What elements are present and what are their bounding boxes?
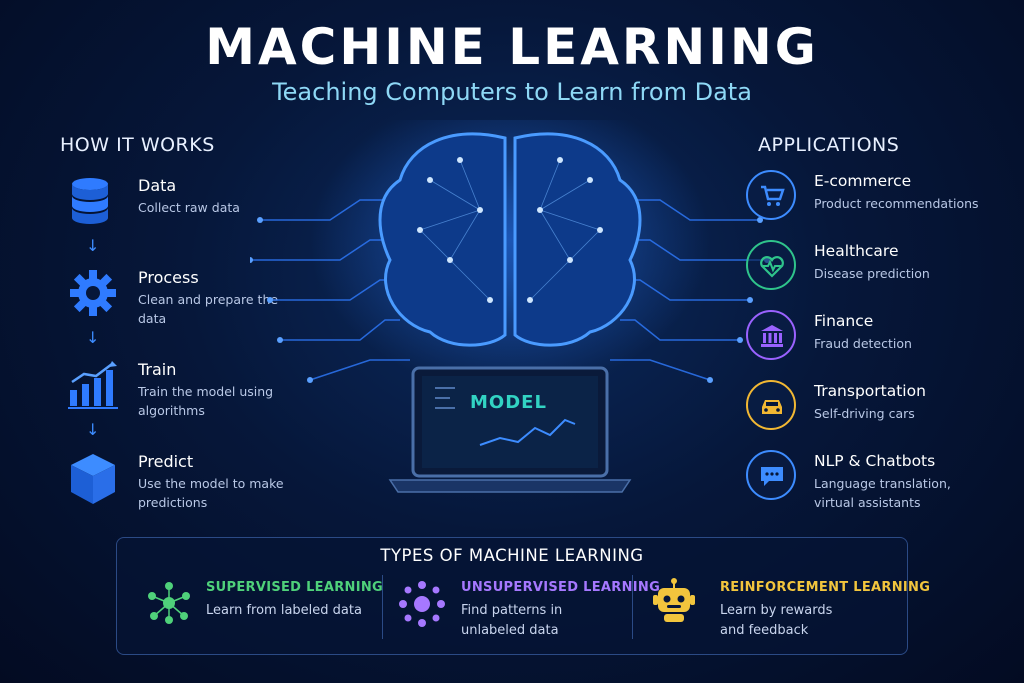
app-desc: Product recommendations xyxy=(814,196,979,211)
types-heading: TYPES OF MACHINE LEARNING xyxy=(380,546,644,565)
page-title: MACHINE LEARNING xyxy=(205,18,819,76)
type-title: REINFORCEMENT LEARNING xyxy=(720,580,931,595)
app-desc: Fraud detection xyxy=(814,336,912,351)
down-arrow-icon: ↓ xyxy=(86,420,100,439)
app-title: Healthcare xyxy=(814,242,899,260)
step-train: Train Train the model using algorithms xyxy=(60,360,280,430)
step-desc: Train the model using algorithms xyxy=(138,384,274,418)
down-arrow-icon: ↓ xyxy=(86,328,100,347)
app-nlp-chatbots: NLP & Chatbots Language translation, vir… xyxy=(746,450,1006,510)
model-screen-label: MODEL xyxy=(470,392,547,413)
network-icon xyxy=(146,580,192,630)
type-title: SUPERVISED LEARNING xyxy=(206,580,383,595)
app-desc: Self-driving cars xyxy=(814,406,915,421)
heart-pulse-icon xyxy=(746,240,796,290)
step-process: Process Clean and prepare the data xyxy=(60,268,280,338)
cube-icon xyxy=(68,452,120,508)
down-arrow-icon: ↓ xyxy=(86,236,100,255)
type-desc: Find patterns in unlabeled data xyxy=(461,603,563,638)
gear-icon xyxy=(68,268,120,324)
app-finance: Finance Fraud detection xyxy=(746,310,1006,370)
cluster-icon xyxy=(398,580,446,632)
type-title: UNSUPERVISED LEARNING xyxy=(461,580,661,595)
applications-heading: APPLICATIONS xyxy=(758,134,900,156)
page-subtitle: Teaching Computers to Learn from Data xyxy=(272,78,752,106)
chat-icon xyxy=(746,450,796,500)
app-title: Transportation xyxy=(814,382,926,400)
how-it-works-heading: HOW IT WORKS xyxy=(60,134,215,156)
type-desc: Learn from labeled data xyxy=(206,603,362,618)
divider xyxy=(632,575,633,639)
app-desc: Language translation, virtual assistants xyxy=(814,476,951,510)
step-desc: Collect raw data xyxy=(138,200,240,215)
car-icon xyxy=(746,380,796,430)
app-ecommerce: E-commerce Product recommendations xyxy=(746,170,1006,230)
brain-illustration xyxy=(250,120,770,493)
step-predict: Predict Use the model to make prediction… xyxy=(60,452,284,522)
robot-icon xyxy=(652,578,696,628)
database-icon xyxy=(68,176,120,232)
type-desc: Learn by rewards and feedback xyxy=(720,603,833,638)
app-title: NLP & Chatbots xyxy=(814,452,936,470)
step-data: Data Collect raw data xyxy=(60,176,280,246)
bank-icon xyxy=(746,310,796,360)
app-transportation: Transportation Self-driving cars xyxy=(746,380,1006,440)
step-title: Process xyxy=(138,268,199,287)
app-desc: Disease prediction xyxy=(814,266,930,281)
step-title: Train xyxy=(138,360,177,379)
step-desc: Clean and prepare the data xyxy=(138,292,279,326)
app-title: E-commerce xyxy=(814,172,912,190)
step-desc: Use the model to make predictions xyxy=(138,476,284,510)
step-title: Predict xyxy=(138,452,194,471)
types-panel xyxy=(116,537,908,655)
app-healthcare: Healthcare Disease prediction xyxy=(746,240,1006,300)
chart-icon xyxy=(68,360,120,416)
step-title: Data xyxy=(138,176,177,195)
app-title: Finance xyxy=(814,312,874,330)
cart-icon xyxy=(746,170,796,220)
divider xyxy=(382,575,383,639)
